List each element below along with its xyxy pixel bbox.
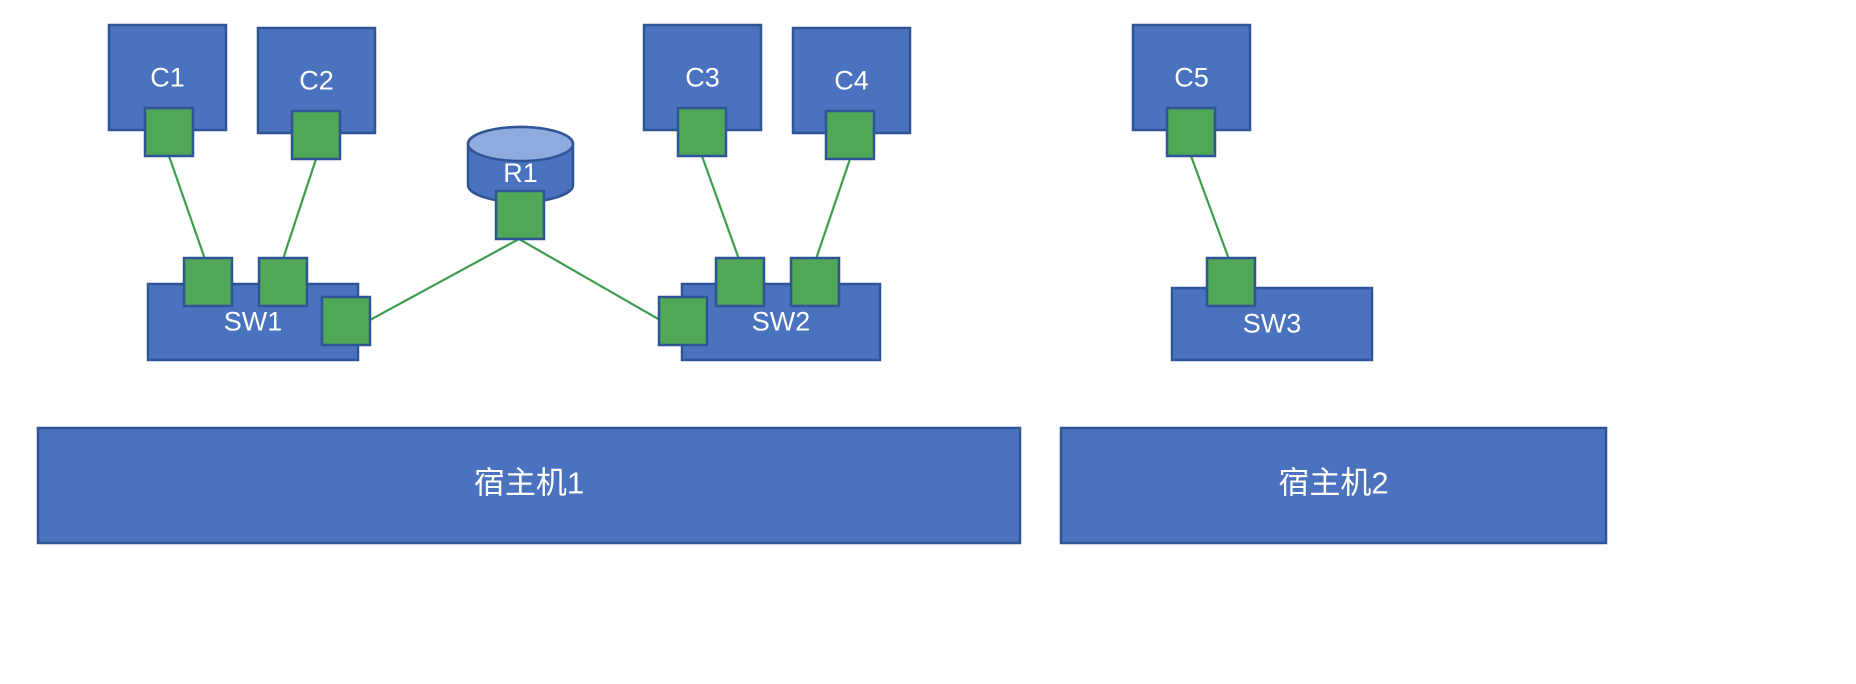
switch-sw3-port-1[interactable]: [1205, 256, 1257, 308]
link-layer: [167, 154, 1232, 322]
container-c2-port[interactable]: [290, 109, 342, 161]
host-machine-1-label: 宿主机1: [474, 466, 584, 501]
link-c2-sw1: [280, 157, 318, 264]
link-r1-sw1: [368, 237, 521, 322]
container-c1[interactable]: C1: [107, 23, 228, 158]
host-layer: 宿主机1 宿主机2: [36, 426, 1608, 545]
link-c1-sw1: [167, 154, 208, 264]
switch-sw2-label: SW2: [752, 307, 811, 337]
container-c5-port[interactable]: [1165, 106, 1217, 158]
host-machine-2-label: 宿主机2: [1278, 466, 1388, 501]
router-r1-cylinder-top: [466, 125, 575, 163]
switch-layer: SW1 SW2 SW3: [146, 256, 1374, 362]
router-r1-port[interactable]: [494, 189, 546, 241]
switch-sw2-port-1[interactable]: [714, 256, 766, 308]
link-r1-sw2: [517, 237, 662, 322]
link-c5-sw3: [1189, 154, 1232, 264]
container-c3[interactable]: C3: [642, 23, 763, 158]
router-r1[interactable]: R1: [466, 125, 575, 241]
container-c2[interactable]: C2: [256, 26, 377, 161]
container-c3-port[interactable]: [676, 106, 728, 158]
container-c5[interactable]: C5: [1131, 23, 1252, 158]
switch-sw2-port-2[interactable]: [789, 256, 841, 308]
switch-sw2-port-3[interactable]: [657, 295, 709, 347]
link-c4-sw2: [813, 157, 852, 264]
switch-sw3-label: SW3: [1243, 309, 1302, 339]
host-machine-2[interactable]: 宿主机2: [1059, 426, 1608, 545]
switch-sw1-label: SW1: [224, 307, 283, 337]
container-c4[interactable]: C4: [791, 26, 912, 161]
container-c4-port[interactable]: [824, 109, 876, 161]
switch-sw3[interactable]: SW3: [1170, 256, 1374, 362]
container-c5-label: C5: [1174, 63, 1209, 93]
host-machine-1-box[interactable]: [36, 426, 1022, 545]
switch-sw1-port-3[interactable]: [320, 295, 372, 347]
switch-sw2[interactable]: SW2: [657, 256, 882, 362]
host-machine-2-box[interactable]: [1059, 426, 1608, 545]
container-c4-label: C4: [834, 66, 869, 96]
switch-sw1-port-2[interactable]: [257, 256, 309, 308]
host-machine-1[interactable]: 宿主机1: [36, 426, 1022, 545]
container-c1-label: C1: [150, 63, 185, 93]
link-c3-sw2: [700, 154, 742, 264]
container-c1-port[interactable]: [143, 106, 195, 158]
container-c2-label: C2: [299, 66, 334, 96]
switch-sw3-box[interactable]: [1170, 286, 1374, 362]
switch-sw1-port-1[interactable]: [182, 256, 234, 308]
router-r1-label: R1: [503, 158, 538, 188]
container-c3-label: C3: [685, 63, 720, 93]
switch-sw1[interactable]: SW1: [146, 256, 372, 362]
container-layer: C1 C2 C3 C4 C5: [107, 23, 1252, 161]
